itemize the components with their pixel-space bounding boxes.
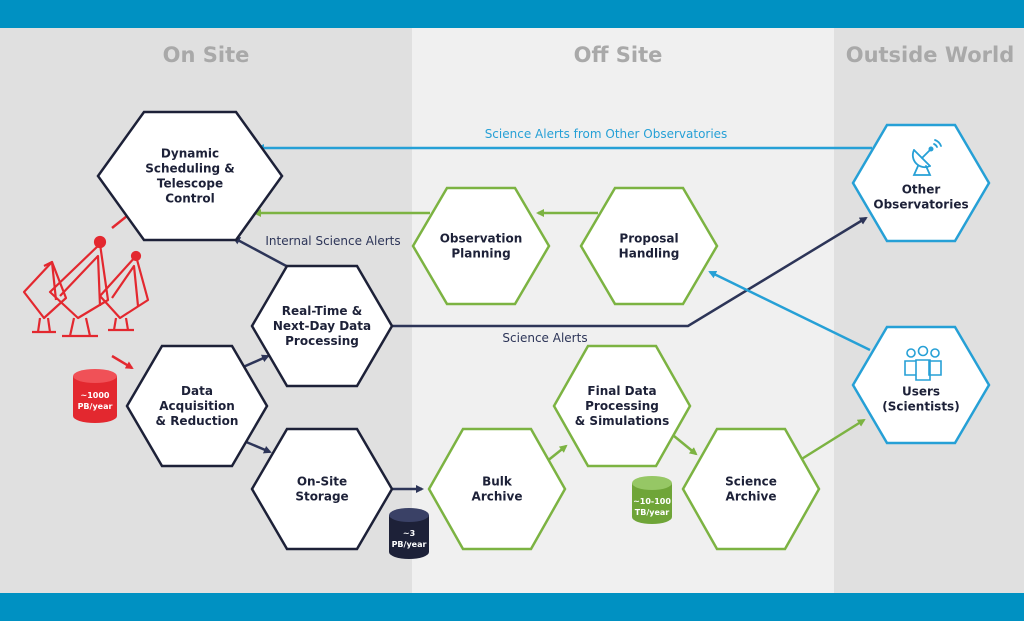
- edge-users-to-proposal: [708, 270, 871, 352]
- node-label-line: (Scientists): [882, 400, 959, 414]
- node-label-line: Proposal: [619, 232, 678, 246]
- node-label-line: Observatories: [873, 198, 968, 212]
- node-label-line: Handling: [619, 247, 680, 261]
- edges: [111, 144, 872, 493]
- node-label-line: Control: [165, 192, 215, 206]
- node-label-line: Bulk: [482, 475, 513, 489]
- node-label-line: Processing: [585, 399, 659, 413]
- node-label-line: Archive: [726, 490, 777, 504]
- database-archive-rate: ~10-100 TB/year: [632, 476, 672, 524]
- zone-title-off-site: Off Site: [574, 43, 663, 67]
- database-onsite-storage: ~3 PB/year: [389, 508, 429, 559]
- db-onsite-raw-unit: PB/year: [78, 402, 113, 411]
- bottom-band: [0, 593, 1024, 621]
- top-band: [0, 0, 1024, 28]
- node-label-line: Telescope: [157, 177, 223, 191]
- node-label-line: Processing: [285, 334, 359, 348]
- node-label-line: Data: [181, 384, 213, 398]
- database-icon: [389, 515, 429, 559]
- node-label-line: Scheduling &: [145, 162, 235, 176]
- node-label-line: Next-Day Data: [273, 319, 371, 333]
- edge-label-science-alerts-other: Science Alerts from Other Observatories: [485, 127, 728, 141]
- database-icon: [632, 483, 672, 524]
- edge-label-internal-alerts: Internal Science Alerts: [265, 234, 400, 248]
- hexagon-shape: [427, 427, 567, 551]
- node-label-line: Science: [725, 475, 777, 489]
- hexagon-shape: [250, 427, 394, 551]
- hexagon-shape: [851, 325, 991, 445]
- node-label-line: Observation: [440, 232, 523, 246]
- node-label-line: Acquisition: [159, 399, 235, 413]
- node-label-line: Planning: [451, 247, 510, 261]
- hexagon-shape: [552, 344, 692, 468]
- db-archive-rate-value: ~10-100: [633, 497, 671, 506]
- node-label-line: Archive: [472, 490, 523, 504]
- telescope-array-icon: [22, 235, 150, 338]
- db-onsite-storage-unit: PB/year: [392, 540, 427, 549]
- node-label-line: Dynamic: [161, 147, 219, 161]
- hexagon-shape: [681, 427, 821, 551]
- node-label-line: Final Data: [587, 384, 656, 398]
- hexagon-shape: [96, 110, 284, 242]
- db-archive-rate-unit: TB/year: [635, 508, 670, 517]
- node-users: Users(Scientists): [851, 325, 991, 445]
- hexagon-shape: [579, 186, 719, 306]
- database-icon: [73, 376, 117, 423]
- edge-realtime-to-other-obs: [390, 216, 868, 328]
- node-label-line: & Simulations: [575, 414, 669, 428]
- node-label-line: Storage: [295, 490, 348, 504]
- edge-telescope-to-acquisition: [111, 354, 134, 370]
- satellite-dish-icon: [911, 139, 942, 176]
- users-group-icon: [904, 345, 942, 381]
- node-label-line: & Reduction: [156, 414, 239, 428]
- zone-title-outside-world: Outside World: [846, 43, 1015, 67]
- edge-label-science-alerts: Science Alerts: [502, 331, 587, 345]
- node-label-line: Other: [902, 183, 941, 197]
- edge-realtime-to-scheduling: [232, 236, 291, 270]
- hexagon-shape: [411, 186, 551, 306]
- zone-outside-world-bg: [834, 28, 1024, 593]
- node-label-line: Real-Time &: [282, 304, 362, 318]
- edge-science-to-users: [799, 418, 866, 462]
- db-onsite-raw-value: ~1000: [81, 391, 110, 400]
- node-label-line: On-Site: [297, 475, 347, 489]
- database-onsite-raw: ~1000 PB/year: [73, 369, 117, 423]
- hexagon-shape: [250, 264, 394, 388]
- edge-final-to-science: [673, 435, 698, 456]
- hexagon-shape: [125, 344, 269, 468]
- zone-title-on-site: On Site: [163, 43, 250, 67]
- node-label-line: Users: [902, 385, 940, 399]
- db-onsite-storage-value: ~3: [403, 529, 415, 538]
- hexagon-shape: [851, 123, 991, 243]
